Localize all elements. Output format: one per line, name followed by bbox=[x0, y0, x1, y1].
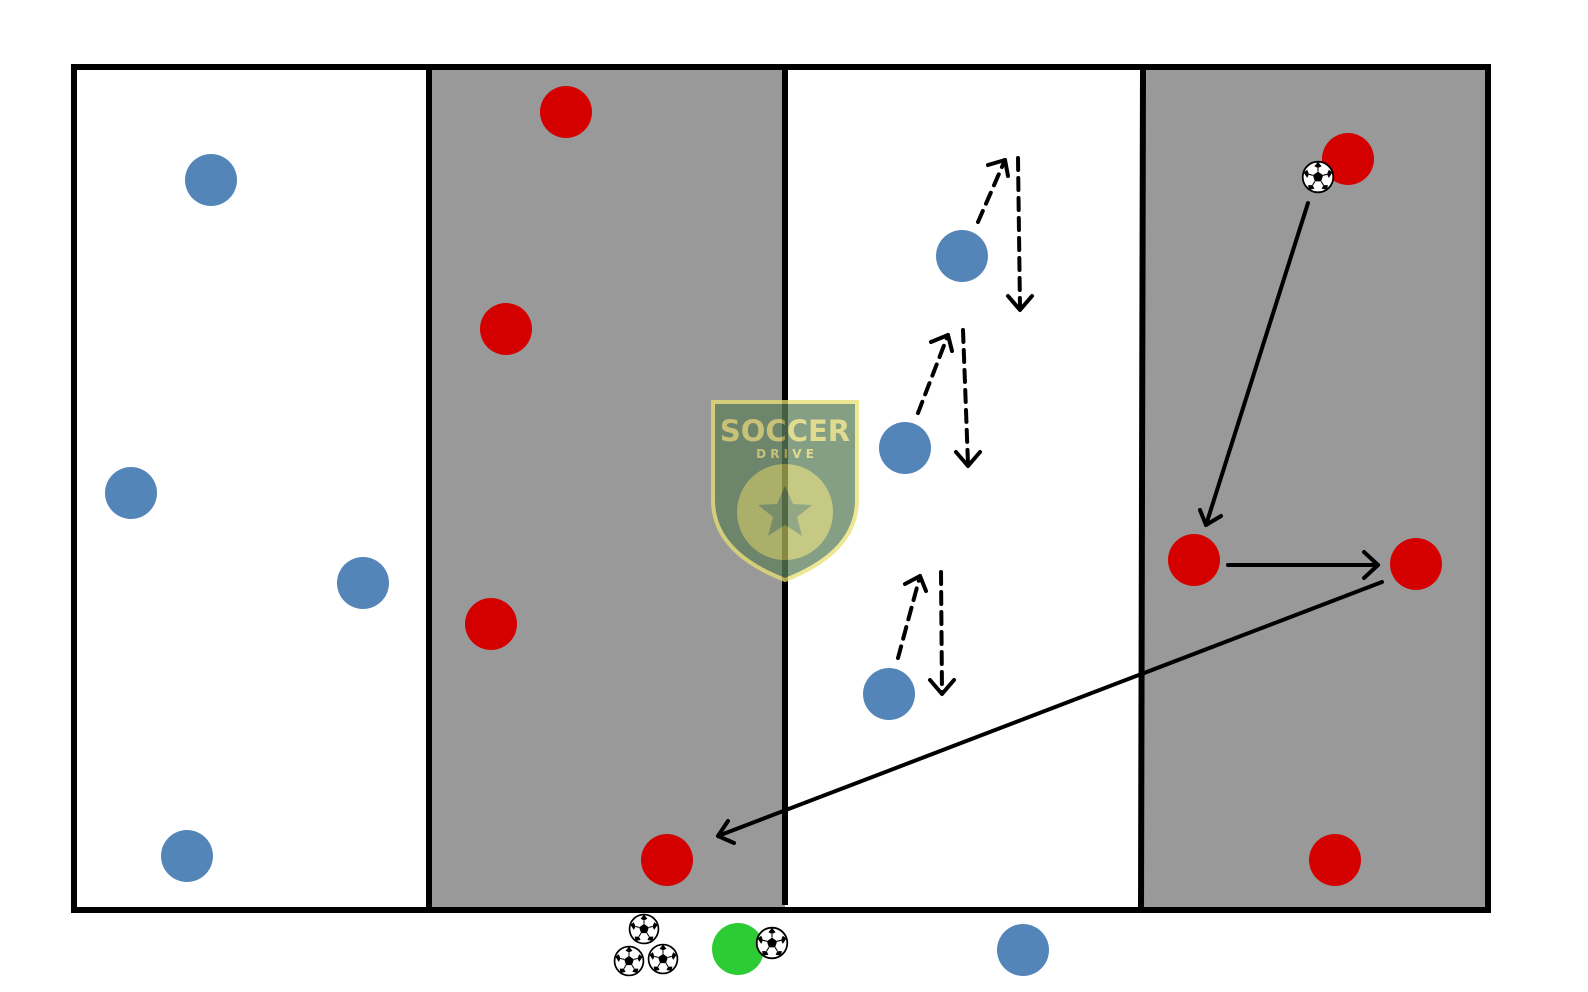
red-players bbox=[465, 86, 1442, 886]
soccer-drive-logo: SOCCER D R I V E bbox=[711, 400, 859, 583]
pass-arrows bbox=[716, 201, 1384, 845]
pass-arrow-1 bbox=[1198, 201, 1310, 527]
blue-player bbox=[879, 422, 931, 474]
zone-4 bbox=[1143, 67, 1488, 910]
blue-player bbox=[997, 924, 1049, 976]
logo-text-line1: SOCCER bbox=[720, 414, 850, 448]
logo-star bbox=[758, 486, 812, 536]
blue-player bbox=[185, 154, 237, 206]
run-arrow-1 bbox=[976, 156, 1034, 312]
soccer-ball-icon bbox=[647, 943, 679, 975]
red-player bbox=[1390, 538, 1442, 590]
red-player bbox=[641, 834, 693, 886]
blue-player bbox=[161, 830, 213, 882]
field-border bbox=[71, 64, 1491, 913]
soccer-ball-icon bbox=[755, 926, 789, 960]
red-player bbox=[1168, 534, 1220, 586]
blue-players bbox=[105, 154, 1049, 976]
red-player bbox=[465, 598, 517, 650]
soccer-ball-icon bbox=[1301, 160, 1335, 194]
red-player bbox=[540, 86, 592, 138]
logo-text-line2: D R I V E bbox=[756, 447, 814, 461]
red-player bbox=[1322, 133, 1374, 185]
red-player bbox=[480, 303, 532, 355]
zone-divider-3 bbox=[1138, 66, 1146, 911]
run-arrows bbox=[896, 156, 1034, 696]
soccer-ball-icon bbox=[613, 945, 645, 977]
soccer-ball-icon bbox=[628, 913, 660, 945]
run-arrow-3 bbox=[896, 570, 956, 696]
blue-player bbox=[863, 668, 915, 720]
pass-arrow-3 bbox=[716, 580, 1384, 845]
pass-arrow-2 bbox=[1226, 550, 1380, 580]
blue-player bbox=[105, 467, 157, 519]
red-player bbox=[1309, 834, 1361, 886]
coach bbox=[712, 923, 764, 975]
blue-player bbox=[337, 557, 389, 609]
blue-player bbox=[936, 230, 988, 282]
run-arrow-2 bbox=[916, 328, 982, 468]
